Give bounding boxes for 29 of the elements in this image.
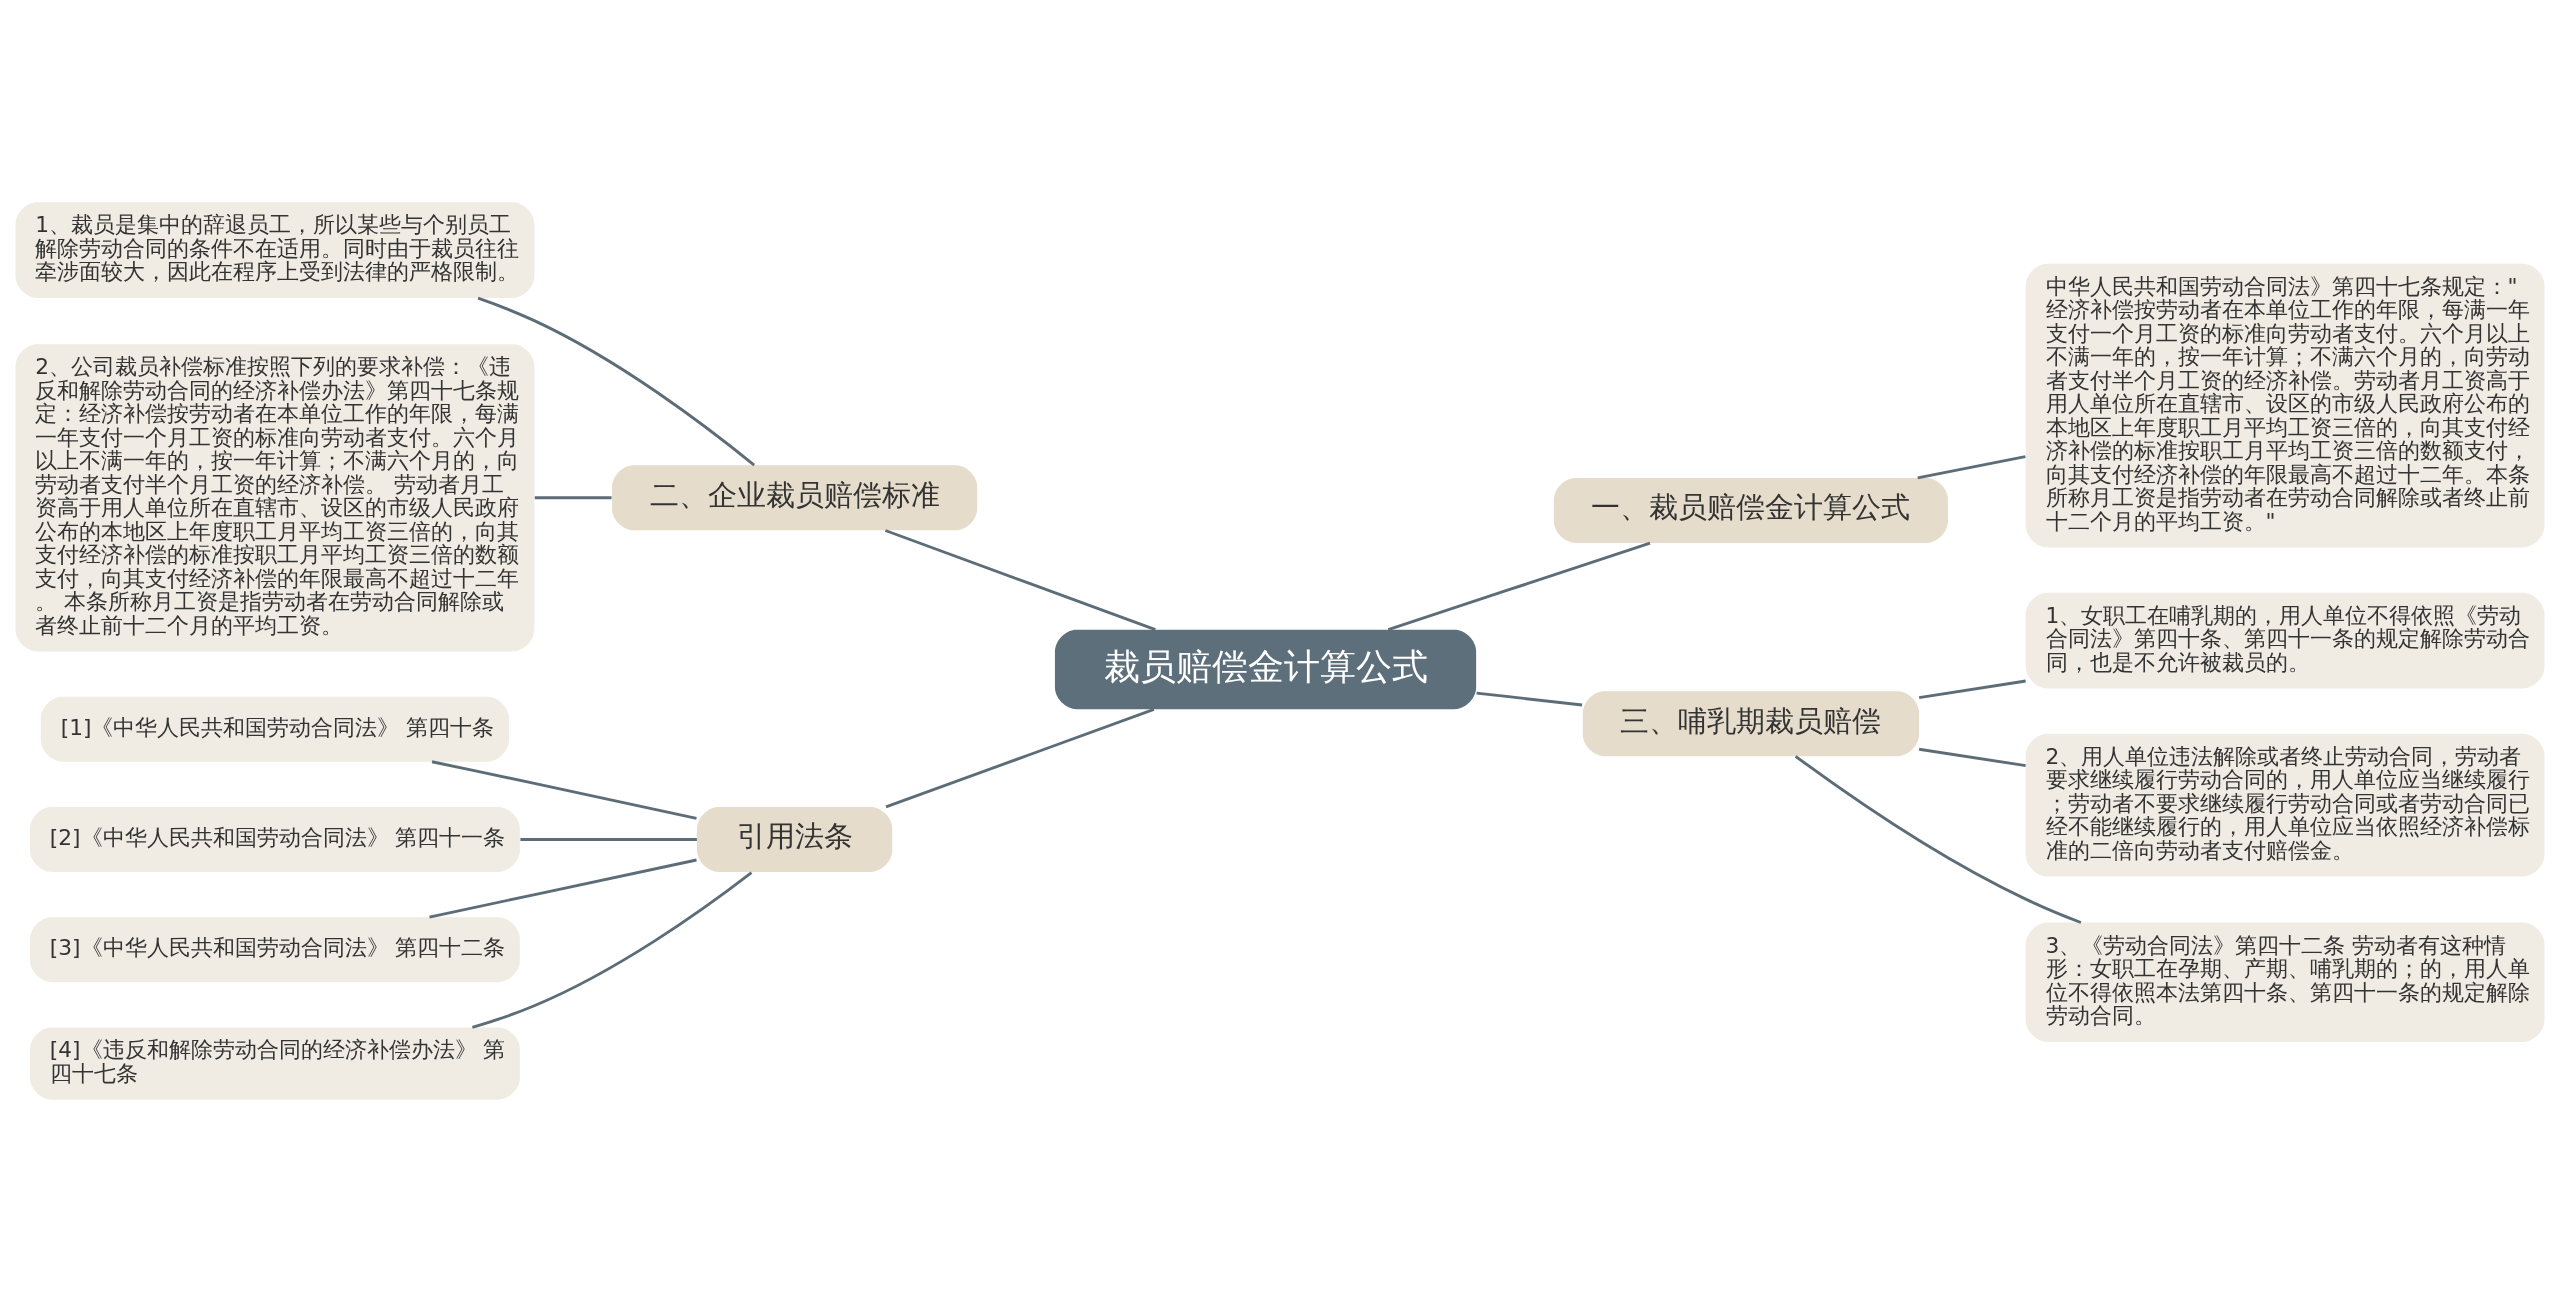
node-box: [4]《违反和解除劳动合同的经济补偿办法》 第四十七条: [29, 1026, 520, 1100]
connector: [429, 858, 697, 918]
connector: [1476, 691, 1583, 706]
node-box: 2、用人单位违法解除或者终止劳动合同，劳动者要求继续履行劳动合同的，用人单位应当继续履行；劳动者不要求继续履行劳动合同或者劳动合同已经不能继续履行的，用人单位应当依照经济补偿标准的二倍向劳动者支付赔偿金。: [2025, 733, 2545, 876]
node-box: [2]《中华人民共和国劳动合同法》 第四十一条: [29, 806, 520, 872]
connector: [1918, 679, 2026, 699]
connector: [477, 296, 756, 466]
connector: [1917, 454, 2026, 479]
node-box: 一、裁员赔偿金计算公式: [1553, 477, 1948, 543]
node-box: [1]《中华人民共和国劳动合同法》 第四十条: [40, 696, 509, 762]
connector: [1794, 754, 2082, 924]
connector: [520, 837, 697, 841]
node-box: 中华人民共和国劳动合同法》第四十七条规定："经济补偿按劳动者在本单位工作的年限，每满一年支付一个月工资的标准向劳动者支付。六个月以上不满一年的，按一年计算；不满六个月的，向劳动者支付半个月工资的经济补偿。劳动者月工资高于用人单位所在直辖市、设区的市级人民政府公布的本地区上年度职工月平均工资三倍的，向其支付经济补偿的标准按职工月平均工资三倍的数额支付，向其支付经济补偿的年限最高不超过十二年。本条所称月工资是指劳动者在劳动合同解除或者终止前十二个月的平均工资。": [2025, 263, 2545, 547]
connector: [1387, 541, 1651, 631]
node-box: [3]《中华人民共和国劳动合同法》 第四十二条: [29, 916, 520, 982]
node-box: 引用法条: [697, 806, 893, 872]
connector: [534, 495, 612, 499]
connector: [431, 759, 697, 820]
node-box: 三、哺乳期裁员赔偿: [1582, 690, 1920, 756]
node-box: 二、企业裁员赔偿标准: [612, 464, 978, 530]
node-box: 1、女职工在哺乳期的，用人单位不得依照《劳动合同法》第四十条、第四十一条的规定解除劳动合同，也是不允许被裁员的。: [2025, 592, 2545, 688]
connector: [885, 707, 1155, 808]
node-box: 1、裁员是集中的辞退员工，所以某些与个别员工解除劳动合同的条件不在适用。同时由于裁员往往牵涉面较大，因此在程序上受到法律的严格限制。: [15, 201, 535, 298]
connector: [884, 528, 1156, 631]
node-box: 2、公司裁员补偿标准按照下列的要求补偿：《违反和解除劳动合同的经济补偿办法》第四十七条规定：经济补偿按劳动者在本单位工作的年限，每满一年支付一个月工资的标准向劳动者支付。六个月以上不满一年的，按一年计算；不满六个月的，向劳动者支付半个月工资的经济补偿。 劳动者月工资高于用人单位所在直辖市、设区的市级人民政府公布的本地区上年度职工月平均工资三倍的，向其支付经济补偿的标准按职工月平均工资三倍的数额支付，向其支付经济补偿的年限最高不超过十二年。 本条所称月工资是指劳动者在劳动合同解除或者终止前十二个月的平均工资。: [15, 343, 535, 651]
connector: [1918, 747, 2026, 767]
node-box: 3、《劳动合同法》第四十二条 劳动者有这种情形：女职工在孕期、产期、哺乳期的；的，用人单位不得依照本法第四十条、第四十一条的规定解除劳动合同。: [2025, 922, 2545, 1042]
node-box: 裁员赔偿金计算公式: [1054, 629, 1477, 709]
connector: [472, 870, 753, 1029]
